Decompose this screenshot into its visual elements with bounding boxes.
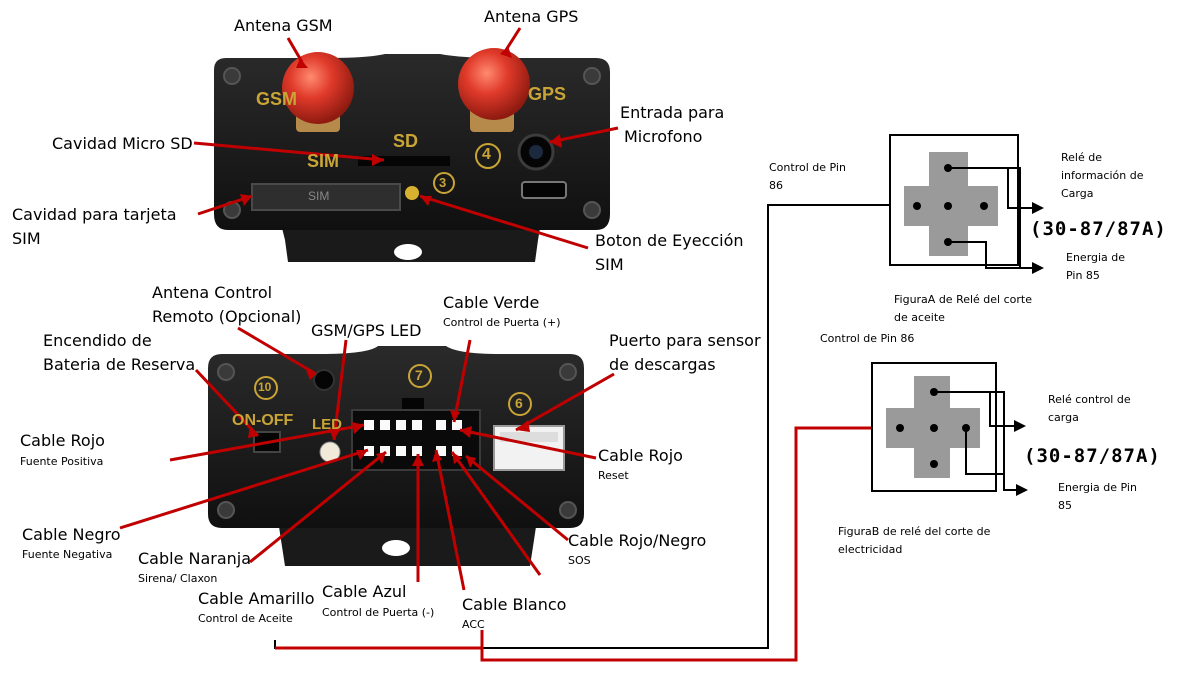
relay-a-control-pin-1: Control de Pin <box>769 161 846 174</box>
micro-sd-slot <box>358 156 450 166</box>
label-cable-rojo-positivo: Cable Rojo <box>20 431 105 450</box>
relay-b-ctrl-2: carga <box>1048 411 1079 424</box>
wire-electric-cut <box>480 426 872 662</box>
on-off-marking: ON-OFF <box>232 412 294 429</box>
sim-marking: SIM <box>307 151 340 171</box>
label-sim-2: SIM <box>12 229 41 248</box>
label-cable-negro: Cable Negro <box>22 525 121 544</box>
label-antena-gsm: Antena GSM <box>234 16 333 35</box>
relay-b-caption-1: FiguraB de relé del corte de <box>838 525 991 538</box>
number-4-marking: 4 <box>482 146 491 163</box>
gps-marking: GPS <box>528 84 567 104</box>
relay-b-caption-2: electricidad <box>838 543 903 556</box>
relay-a-control-pin-86: Control de Pin 86 <box>820 332 915 345</box>
label-encendido-1: Encendido de <box>43 331 152 350</box>
label-cable-amarillo-sub: Control de Aceite <box>198 612 293 625</box>
relay-a-control-pin-2: 86 <box>769 179 783 192</box>
label-cable-verde-sub: Control de Puerta (+) <box>443 316 561 329</box>
number-6-marking: 6 <box>515 395 523 411</box>
label-encendido-2: Bateria de Reserva <box>43 355 196 374</box>
relay-a-code: (30-87/87A) <box>1030 218 1167 240</box>
label-cable-rojo-positivo-sub: Fuente Positiva <box>20 455 104 468</box>
label-puerto-2: de descargas <box>609 355 716 374</box>
relay-a <box>889 134 1044 274</box>
gps-antenna <box>458 48 530 120</box>
relay-a-info-1: Relé de <box>1061 151 1102 164</box>
pointer-arrowheads <box>240 46 562 468</box>
relay-a-info-2: información de <box>1061 169 1144 182</box>
led-marking: LED <box>312 416 342 433</box>
relay-a-info-3: Carga <box>1061 187 1094 200</box>
number-7-marking: 7 <box>415 367 423 383</box>
relay-b-code: (30-87/87A) <box>1024 445 1161 467</box>
label-entrada-mic-1: Entrada para <box>620 103 725 122</box>
remote-antenna-port <box>313 369 335 391</box>
device-top <box>214 48 610 262</box>
label-eject-2: SIM <box>595 255 624 274</box>
relay-a-caption-1: FiguraA de Relé del corte <box>894 293 1032 306</box>
connector-pins <box>364 420 462 456</box>
gsm-antenna <box>282 52 354 124</box>
label-cable-negro-sub: Fuente Negativa <box>22 548 113 561</box>
label-sim-1: Cavidad para tarjeta <box>12 205 177 224</box>
label-cable-naranja: Cable Naranja <box>138 549 252 568</box>
label-gsm-gps-led: GSM/GPS LED <box>311 321 422 340</box>
sd-marking: SD <box>393 131 419 151</box>
gsm-marking: GSM <box>256 89 298 109</box>
label-cable-amarillo: Cable Amarillo <box>198 589 315 608</box>
relay-b-energia-2: 85 <box>1058 499 1072 512</box>
label-cable-naranja-sub: Sirena/ Claxon <box>138 572 218 585</box>
label-eject-1: Boton de Eyección <box>595 231 744 250</box>
relay-a-caption-2: de aceite <box>894 311 945 324</box>
label-cable-blanco: Cable Blanco <box>462 595 567 614</box>
label-antena-control-1: Antena Control <box>152 283 273 302</box>
relay-a-energia-1: Energia de <box>1066 251 1126 264</box>
relay-b-ctrl-1: Relé control de <box>1048 393 1131 406</box>
label-cable-azul-sub: Control de Puerta (-) <box>322 606 435 619</box>
label-cable-rojo-negro: Cable Rojo/Negro <box>568 531 707 550</box>
device-bottom <box>208 346 584 566</box>
label-cable-blanco-sub: ACC <box>462 618 485 631</box>
label-cable-rojo-reset-sub: Reset <box>598 469 629 482</box>
label-micro-sd: Cavidad Micro SD <box>52 134 193 153</box>
sim-slot-marking: SIM <box>308 189 330 203</box>
number-10-marking: 10 <box>258 380 272 394</box>
label-cable-azul: Cable Azul <box>322 582 407 601</box>
sim-tray <box>251 183 401 211</box>
label-cable-verde: Cable Verde <box>443 293 540 312</box>
label-puerto-1: Puerto para sensor <box>609 331 761 350</box>
label-cable-rojo-negro-sub: SOS <box>568 554 591 567</box>
wire-oil-cut <box>274 204 890 649</box>
label-cable-rojo-reset: Cable Rojo <box>598 446 683 465</box>
relay-b <box>871 362 1028 496</box>
relay-a-energia-2: Pin 85 <box>1066 269 1100 282</box>
usb-port <box>521 181 567 199</box>
label-entrada-mic-2: Microfono <box>624 127 703 146</box>
relay-b-energia-1: Energia de Pin <box>1058 481 1137 494</box>
sim-eject-button <box>405 186 419 200</box>
pointer-lines <box>119 27 619 591</box>
number-3-marking: 3 <box>439 175 447 190</box>
label-antena-gps: Antena GPS <box>484 7 579 26</box>
label-antena-control-2: Remoto (Opcional) <box>152 307 302 326</box>
